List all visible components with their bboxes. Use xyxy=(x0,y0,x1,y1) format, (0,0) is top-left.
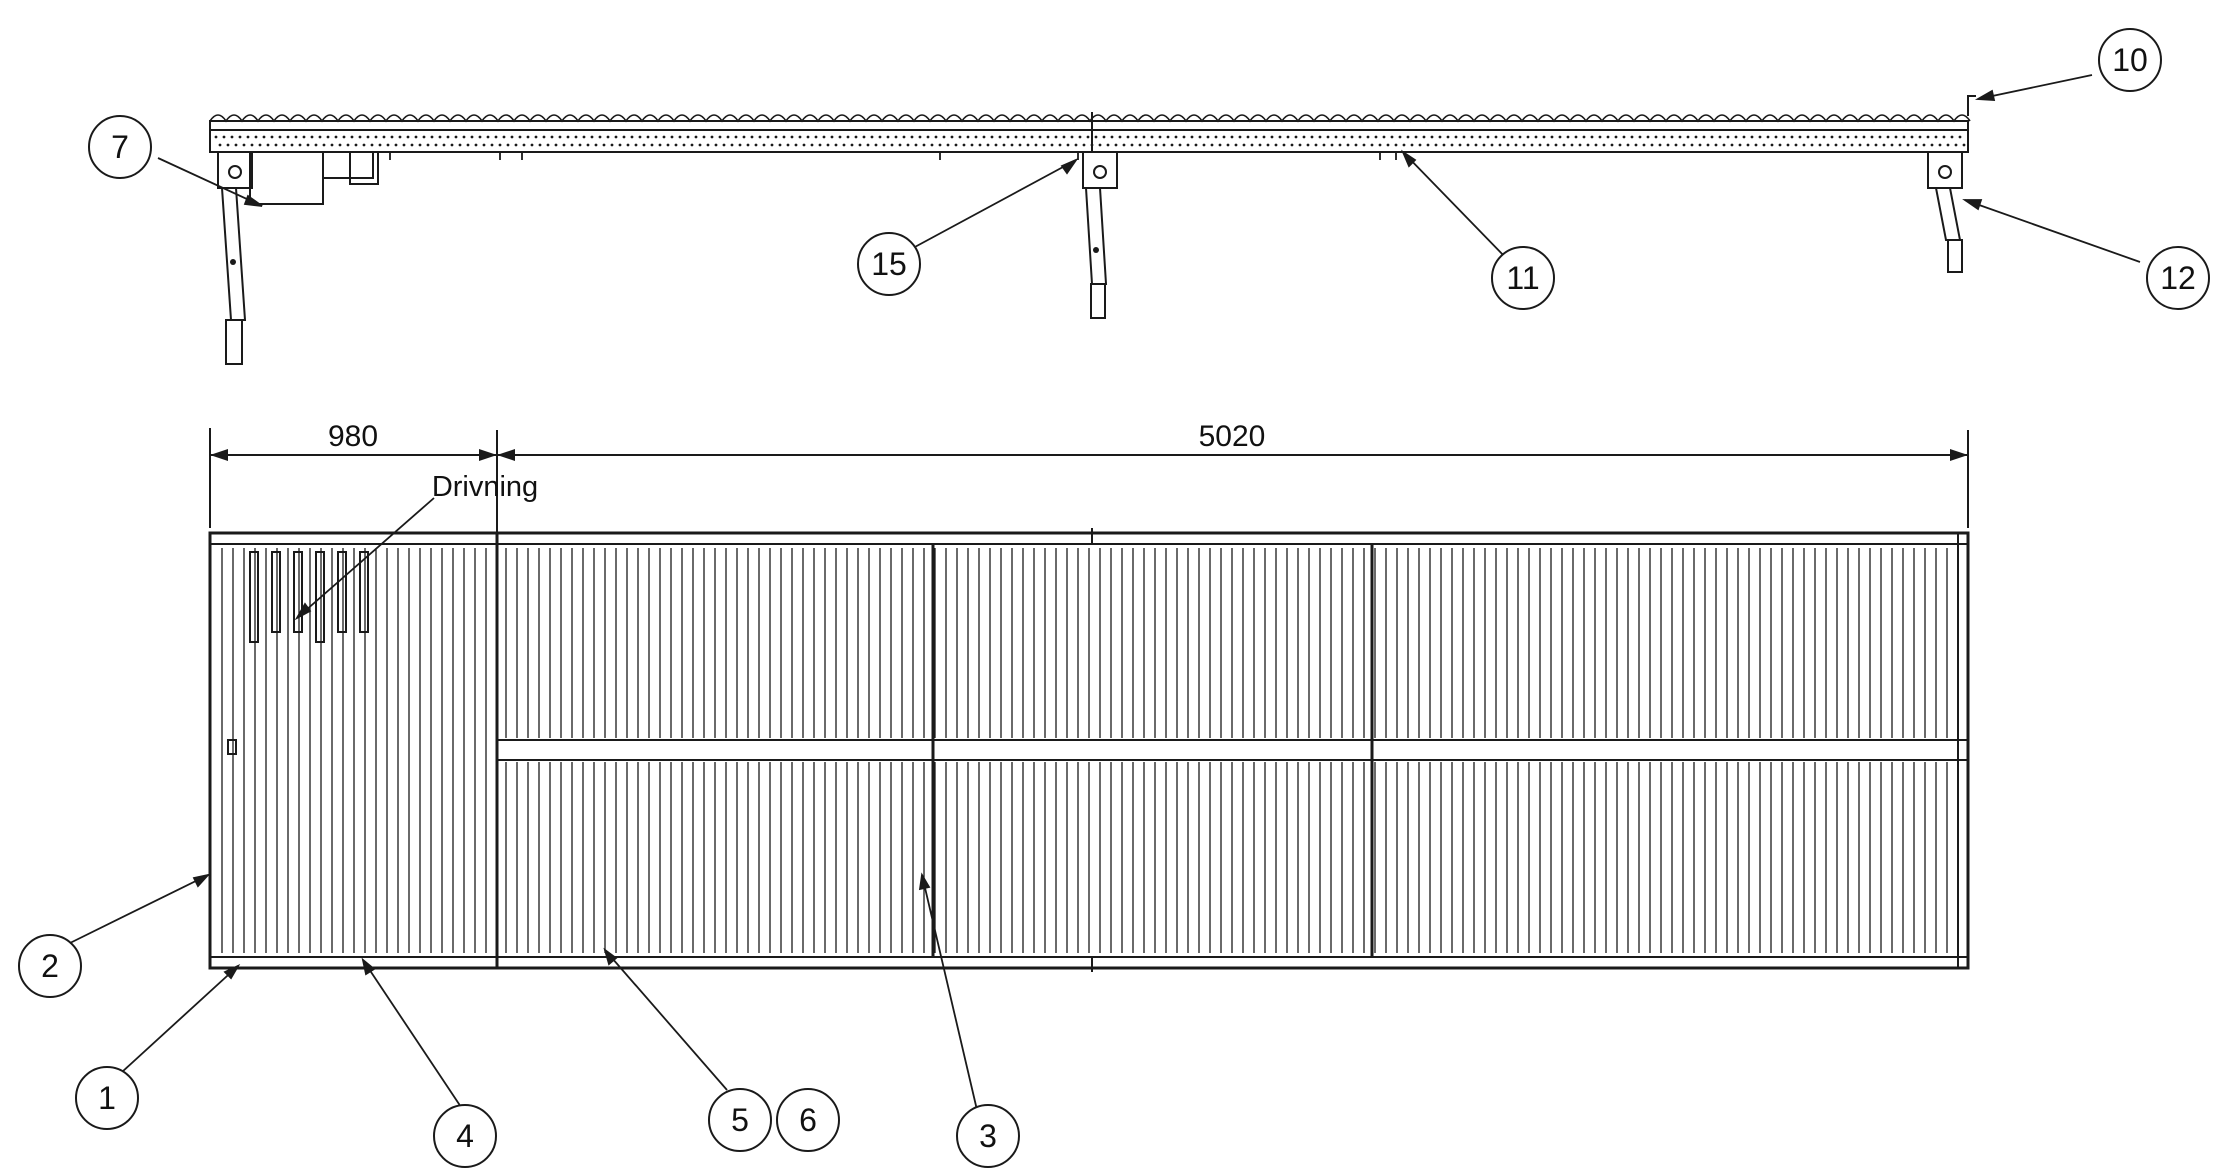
balloon-label: 12 xyxy=(2160,260,2196,296)
dimension-drive-length: 980 xyxy=(328,420,378,453)
balloon-2: 2 xyxy=(18,934,82,998)
balloon-label: 5 xyxy=(731,1102,749,1138)
balloon-label: 7 xyxy=(111,129,129,165)
balloon-7: 7 xyxy=(88,115,152,179)
balloon-label: 1 xyxy=(98,1080,116,1116)
support-leg-left xyxy=(217,151,253,365)
support-leg-middle xyxy=(1082,151,1118,319)
leader-lines xyxy=(67,74,2141,1111)
side-frame-body xyxy=(209,129,1969,153)
side-frame-holes xyxy=(214,135,1966,147)
balloon-label: 3 xyxy=(979,1118,997,1154)
side-view xyxy=(209,95,1976,365)
side-frame-brackets xyxy=(389,152,1397,160)
drive-gearbox xyxy=(322,151,374,179)
balloon-label: 2 xyxy=(41,948,59,984)
support-leg-right xyxy=(1927,151,1963,273)
balloon-label: 15 xyxy=(871,246,907,282)
balloon-12: 12 xyxy=(2146,246,2210,310)
balloon-11: 11 xyxy=(1491,246,1555,310)
balloon-15: 15 xyxy=(857,232,921,296)
center-divider-rail xyxy=(496,739,1969,761)
top-view xyxy=(208,528,1970,972)
drive-chains xyxy=(249,551,369,643)
side-frame-top-rail xyxy=(209,120,1969,131)
dimension-conveyor-length: 5020 xyxy=(1199,420,1266,453)
balloon-5: 5 xyxy=(708,1088,772,1152)
balloon-3: 3 xyxy=(956,1104,1020,1168)
drive-motor xyxy=(249,151,324,205)
side-guide-block xyxy=(227,739,237,755)
dimension-lines xyxy=(209,428,1969,538)
balloon-1: 1 xyxy=(75,1066,139,1130)
end-stop xyxy=(1967,95,1976,116)
balloon-4: 4 xyxy=(433,1104,497,1168)
top-view-rollers xyxy=(221,548,1948,953)
drive-gearbox-cap xyxy=(349,151,379,185)
balloon-6: 6 xyxy=(776,1088,840,1152)
balloon-label: 11 xyxy=(1506,260,1539,296)
balloon-label: 10 xyxy=(2112,42,2148,78)
balloon-10: 10 xyxy=(2098,28,2162,92)
balloon-label: 6 xyxy=(799,1102,817,1138)
balloon-label: 4 xyxy=(456,1118,474,1154)
drive-note: Drivning xyxy=(432,471,538,503)
